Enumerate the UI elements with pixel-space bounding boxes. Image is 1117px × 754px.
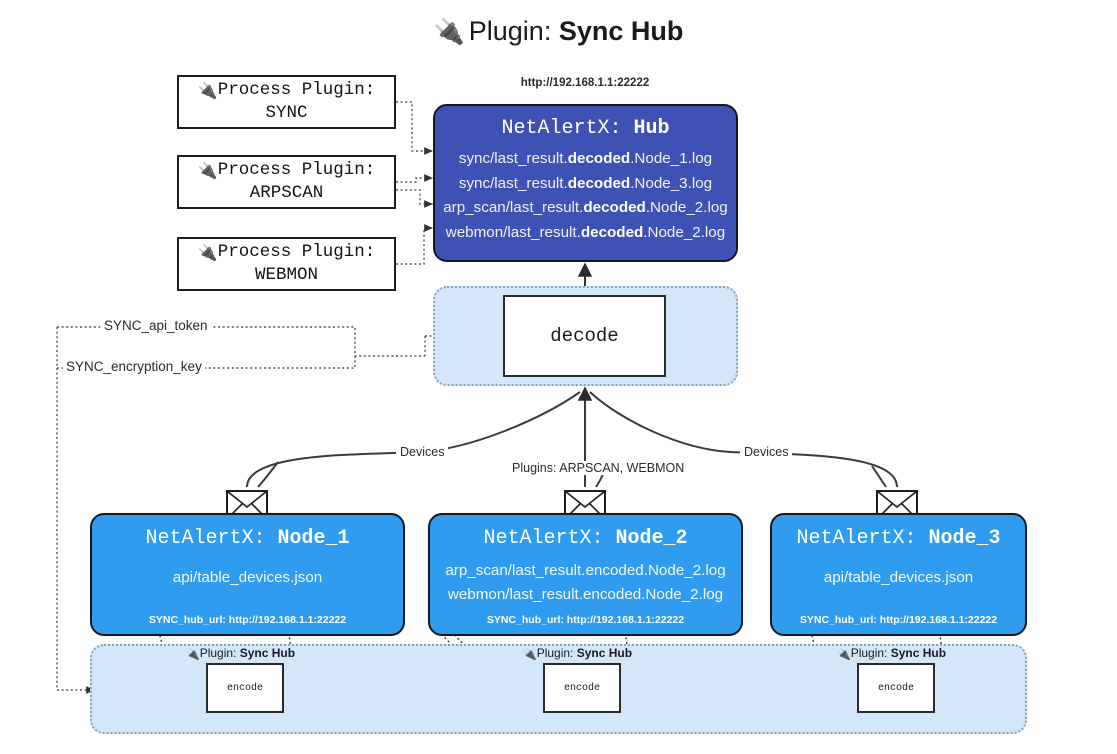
process-plugin-label: Process Plugin: <box>217 79 376 100</box>
electric-plug-icon: 🔌 <box>197 80 218 100</box>
electric-plug-icon: 🔌 <box>837 648 851 661</box>
node-footer: SYNC_hub_url: http://192.168.1.1:22222 <box>486 614 685 626</box>
envelope-stem-3 <box>871 465 887 488</box>
edge-sync-plugin-to-hub <box>396 101 433 155</box>
node-footer: SYNC_hub_url: http://192.168.1.1:22222 <box>148 614 347 626</box>
edge-label-devices-left: Devices <box>396 445 449 459</box>
encode-label: encode <box>877 682 914 694</box>
process-plugin-box-arpscan[interactable]: 🔌Process Plugin: ARPSCAN <box>177 155 396 209</box>
node-row: webmon/last_result.encoded.Node_2.log <box>447 585 724 603</box>
edge-label-devices-right: Devices <box>740 445 793 459</box>
node-title: NetAlertX: Node_2 <box>483 527 688 550</box>
node-row: api/table_devices.json <box>823 569 974 586</box>
hub-title: NetAlertX: Hub <box>435 117 736 140</box>
process-plugin-box-webmon[interactable]: 🔌Process Plugin: WEBMON <box>177 237 396 291</box>
node-title: NetAlertX: Node_1 <box>145 527 350 550</box>
process-plugin-name: WEBMON <box>254 265 318 285</box>
edge-arpscan-plugin-to-hub <box>396 189 433 208</box>
process-plugin-box-sync[interactable]: 🔌Process Plugin: SYNC <box>177 75 396 129</box>
process-plugin-label: Process Plugin: <box>217 159 376 180</box>
decode-label: decode <box>550 325 619 347</box>
page-title: 🔌Plugin: Sync Hub <box>0 16 1117 47</box>
edge-label-plugins-mid: Plugins: ARPSCAN, WEBMON <box>508 461 689 475</box>
electric-plug-icon: 🔌 <box>197 242 218 262</box>
node-box-node-2[interactable]: NetAlertX: Node_2 arp_scan/last_result.e… <box>428 513 743 636</box>
sync-api-token-label: SYNC_api_token <box>101 318 211 333</box>
encoder-plugin-label-2: 🔌Plugin: Sync Hub <box>523 646 633 661</box>
encode-label: encode <box>563 682 600 694</box>
process-plugin-name: ARPSCAN <box>249 183 324 203</box>
page-title-prefix: Plugin: <box>468 16 552 46</box>
node-footer: SYNC_hub_url: http://192.168.1.1:22222 <box>799 614 998 626</box>
encoder-plugin-label-1: 🔌Plugin: Sync Hub <box>186 646 296 661</box>
hub-row: sync/last_result.decoded.Node_3.log <box>458 174 713 192</box>
page-title-name: Sync Hub <box>558 16 684 46</box>
encode-box-3[interactable]: encode <box>857 663 935 713</box>
decode-box[interactable]: decode <box>503 295 666 377</box>
hub-url-label: http://192.168.1.1:22222 <box>520 77 650 89</box>
electric-plug-icon: 🔌 <box>186 648 200 661</box>
sync-encryption-key-label: SYNC_encryption_key <box>63 359 205 374</box>
hub-row: sync/last_result.decoded.Node_1.log <box>458 150 713 167</box>
node-row: api/table_devices.json <box>172 569 323 586</box>
hub-title-prefix: NetAlertX: <box>501 117 622 140</box>
edge-webmon-plugin-to-hub <box>396 224 433 265</box>
encode-label: encode <box>226 682 263 694</box>
hub-row: arp_scan/last_result.decoded.Node_2.log <box>443 199 728 217</box>
electric-plug-icon: 🔌 <box>197 160 218 180</box>
hub-title-name: Hub <box>633 117 670 140</box>
hub-row-list: sync/last_result.decoded.Node_1.log sync… <box>435 147 736 246</box>
node-row: arp_scan/last_result.encoded.Node_2.log <box>445 562 726 579</box>
process-plugin-label: Process Plugin: <box>217 241 376 262</box>
encode-box-1[interactable]: encode <box>206 663 284 713</box>
envelope-stem-1 <box>257 461 279 488</box>
node-box-node-3[interactable]: NetAlertX: Node_3 api/table_devices.json… <box>770 513 1027 636</box>
edge-sync-plugin-to-hub-2 <box>396 174 433 183</box>
electric-plug-icon: 🔌 <box>523 648 537 661</box>
hub-row: webmon/last_result.decoded.Node_2.log <box>445 223 726 241</box>
node-title: NetAlertX: Node_3 <box>796 527 1001 550</box>
process-plugin-name: SYNC <box>265 103 308 123</box>
encode-box-2[interactable]: encode <box>543 663 621 713</box>
hub-box[interactable]: NetAlertX: Hub sync/last_result.decoded.… <box>433 104 738 262</box>
node-box-node-1[interactable]: NetAlertX: Node_1 api/table_devices.json… <box>90 513 405 636</box>
electric-plug-icon: 🔌 <box>433 18 465 46</box>
encoder-plugin-label-3: 🔌Plugin: Sync Hub <box>837 646 947 661</box>
